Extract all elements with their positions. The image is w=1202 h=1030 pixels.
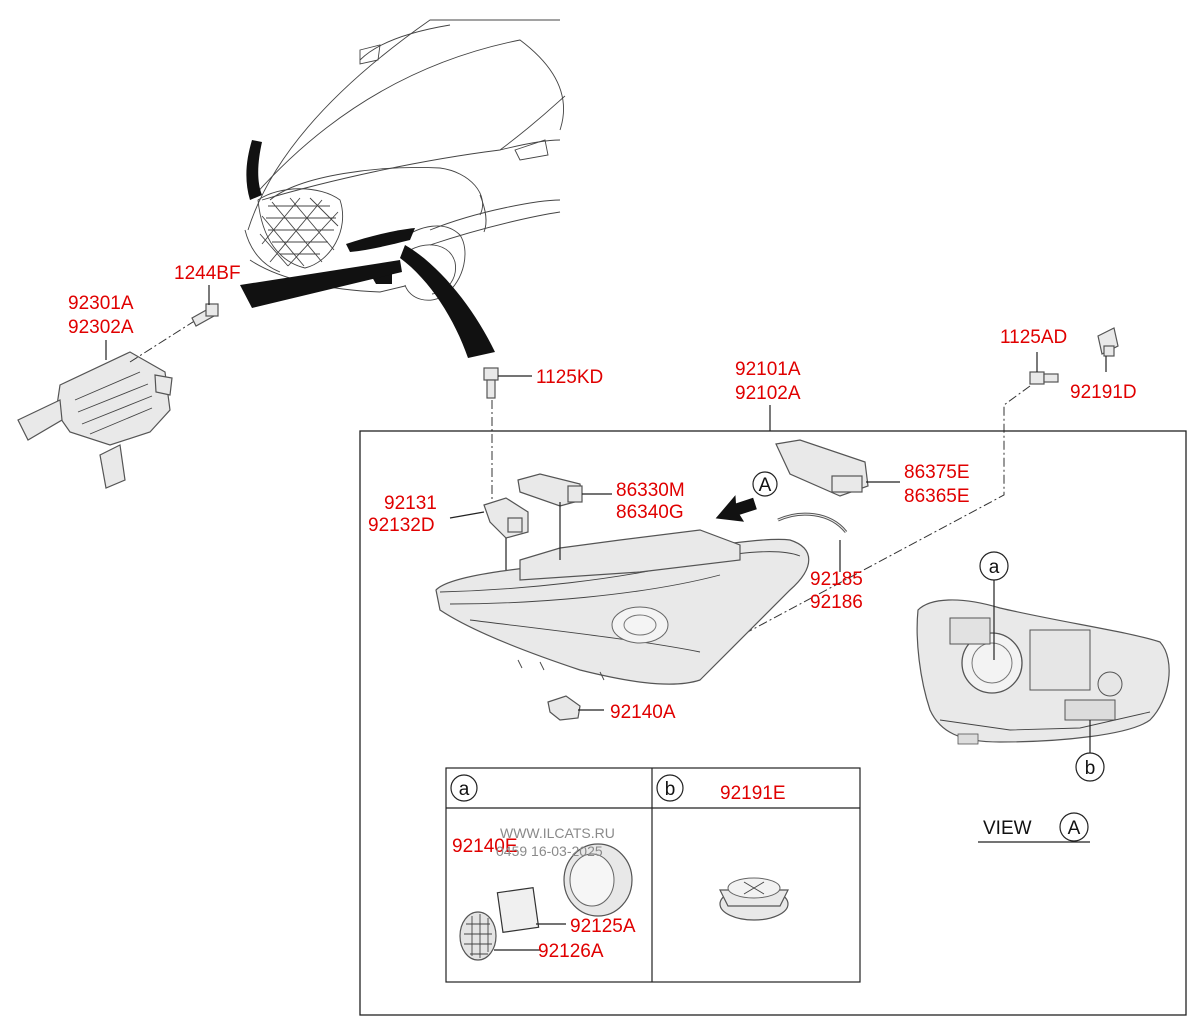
view-a-marker-circle — [752, 471, 778, 497]
label-86330m: 86330M — [616, 480, 685, 501]
label-92101a: 92101A — [735, 359, 801, 380]
view-caption-label: VIEW — [983, 818, 1032, 839]
label-86340g: 86340G — [616, 502, 684, 523]
marker-b-letter: b — [1085, 758, 1096, 779]
detail-table — [445, 767, 861, 983]
headlamp-rear-view — [916, 599, 1170, 745]
bulb-socket-92140a — [547, 695, 581, 721]
bracket-92131 — [483, 497, 529, 539]
cap-92191e — [719, 877, 789, 921]
socket-ring-92140e — [563, 843, 633, 917]
label-92302a: 92302A — [68, 317, 134, 338]
bracket-86375e — [775, 439, 869, 497]
label-86365e: 86365E — [904, 486, 970, 507]
label-1125kd: 1125KD — [536, 367, 603, 388]
table-b-letter: b — [665, 779, 676, 800]
bracket-86330m — [517, 473, 583, 507]
bolt-1244bf — [191, 303, 219, 327]
mesh-cap-92126a — [459, 911, 497, 961]
table-b-circle — [656, 774, 684, 802]
label-86375e: 86375E — [904, 462, 970, 483]
car-illustration — [240, 19, 566, 358]
label-1125ad: 1125AD — [1000, 327, 1067, 348]
label-92102a: 92102A — [735, 383, 801, 404]
label-1244bf: 1244BF — [174, 263, 241, 284]
label-92132d: 92132D — [368, 515, 435, 536]
view-caption-circle — [1059, 812, 1089, 842]
view-arrow — [715, 495, 757, 522]
view-caption-letter: A — [1068, 818, 1081, 839]
watermark-stamp: 0459 16-03-2025 — [496, 843, 603, 859]
label-92140a: 92140A — [610, 702, 676, 723]
leader-92131 — [449, 511, 485, 519]
dash-1244bf — [129, 319, 197, 363]
table-a-letter: a — [459, 779, 470, 800]
fog-lamp-cover-part — [17, 351, 173, 489]
marker-a-letter: a — [989, 557, 1000, 578]
dash-1125ad — [685, 385, 1031, 666]
connector-92191d — [1097, 327, 1119, 357]
label-92125a: 92125A — [570, 916, 636, 937]
label-92126a: 92126A — [538, 941, 604, 962]
label-92140e: 92140E — [452, 836, 518, 857]
headlamp-assembly — [435, 529, 810, 685]
label-92191d: 92191D — [1070, 382, 1137, 403]
assembly-frame — [359, 430, 1187, 1016]
label-92186: 92186 — [810, 592, 863, 613]
label-92301a: 92301A — [68, 293, 134, 314]
bolt-1125ad — [1029, 371, 1059, 385]
label-92185: 92185 — [810, 569, 863, 590]
label-92191e: 92191E — [720, 783, 786, 804]
view-a-marker-letter: A — [759, 475, 772, 496]
label-92131: 92131 — [384, 493, 437, 514]
bolt-1125kd — [483, 367, 499, 399]
gasket-92125a — [496, 887, 540, 933]
table-a-circle — [450, 774, 478, 802]
watermark-site: WWW.ILCATS.RU — [500, 825, 615, 841]
